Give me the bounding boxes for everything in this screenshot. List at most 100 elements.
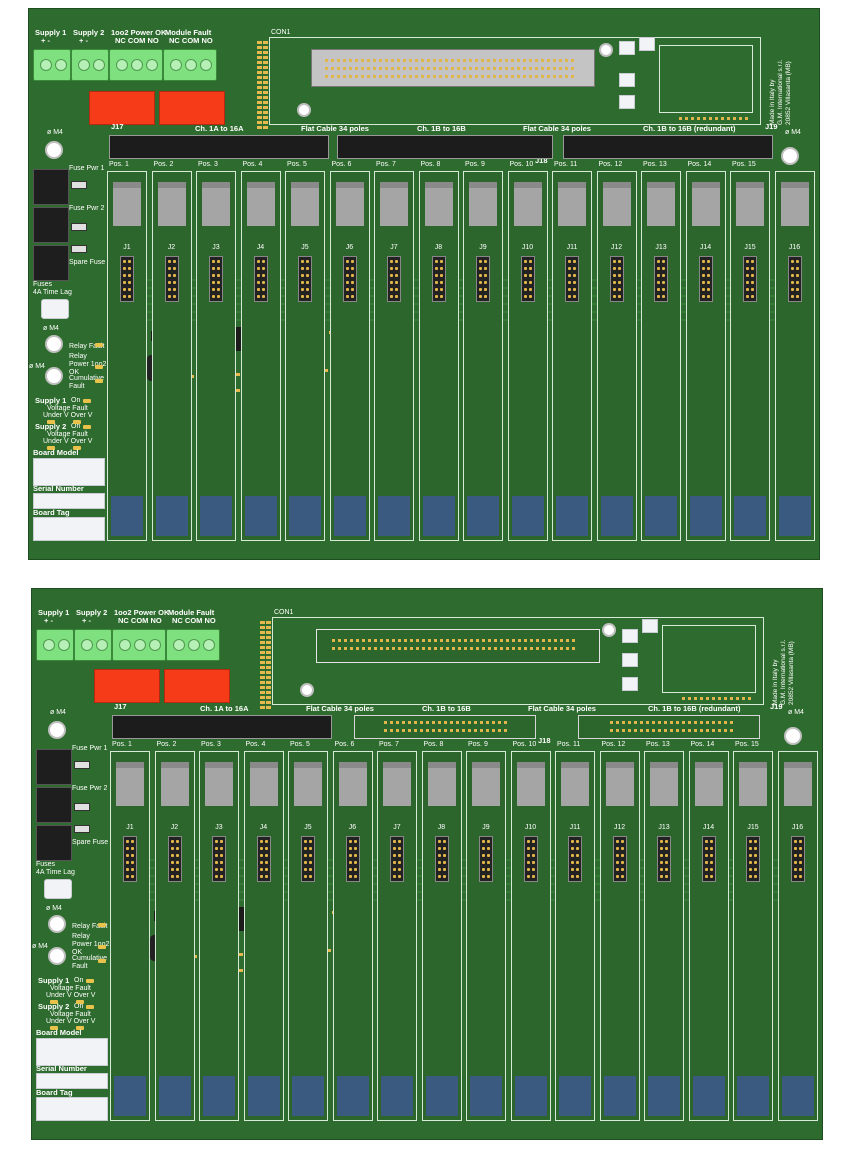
jack-pin xyxy=(167,267,171,270)
jack-pin xyxy=(573,274,576,277)
board-model-field[interactable] xyxy=(36,1038,108,1066)
jack-pin xyxy=(709,840,713,843)
card-slot: J3 xyxy=(199,751,239,1121)
terminal-label: 1oo2 Power OK xyxy=(111,28,167,37)
jack-pin xyxy=(353,854,357,857)
con1-label: CON1 xyxy=(274,609,294,616)
terminal-screw-icon xyxy=(96,639,108,651)
card-latch xyxy=(113,182,141,226)
jack-connector xyxy=(390,836,404,882)
jack-pin xyxy=(662,260,665,263)
jack-pin xyxy=(657,260,660,263)
voltage-fault-label: Voltage Fault xyxy=(50,1011,91,1018)
jack-pin xyxy=(393,847,396,850)
jack-connector xyxy=(253,256,268,302)
jack-label: J4 xyxy=(259,824,268,831)
card-connector xyxy=(645,496,677,536)
header-pin xyxy=(260,701,265,704)
serial-number-field[interactable] xyxy=(33,493,105,509)
jack-pin xyxy=(751,281,754,284)
jack-pin xyxy=(662,267,665,270)
header-pin xyxy=(266,631,271,634)
board-tag-field[interactable] xyxy=(33,517,105,541)
fuse-holder-spare xyxy=(36,825,72,861)
pad xyxy=(622,653,638,667)
jack-pin xyxy=(175,875,179,878)
supply-2-label: Supply 2 xyxy=(38,1002,70,1011)
card-slot: J1 xyxy=(107,171,147,541)
jack-pin xyxy=(662,295,665,298)
card-connector xyxy=(422,496,455,536)
header-pin xyxy=(263,101,268,104)
board-tag-field[interactable] xyxy=(36,1097,108,1121)
con1-outline xyxy=(272,617,764,705)
card-connector xyxy=(292,1076,324,1116)
smd-component xyxy=(235,389,240,392)
jack-label: J2 xyxy=(167,244,176,251)
white-pad xyxy=(41,299,69,319)
jack-pin xyxy=(345,295,349,298)
terminal-screw-icon xyxy=(55,59,67,71)
jack-connector xyxy=(743,256,757,302)
jack-connector xyxy=(434,836,449,882)
jack-pin xyxy=(309,875,312,878)
channel-a-label: Ch. 1A to 16A xyxy=(200,704,249,713)
mount-hole-icon xyxy=(45,367,63,385)
card-slot: J12 xyxy=(599,751,640,1121)
position-label: Pos. 15 xyxy=(732,161,756,168)
jack-label: J3 xyxy=(212,244,220,251)
card-connector xyxy=(511,496,544,536)
jack-pin xyxy=(264,840,268,843)
con1-mount-hole-icon xyxy=(300,683,314,697)
jack-pin xyxy=(657,267,660,270)
card-connector xyxy=(600,496,633,536)
serial-number-field[interactable] xyxy=(36,1073,108,1089)
jack-pin xyxy=(571,847,574,850)
card-latch xyxy=(650,762,678,806)
header-pin xyxy=(266,681,271,684)
jack-pin xyxy=(131,840,134,843)
jack-pin xyxy=(528,281,532,284)
jack-pin xyxy=(793,840,797,843)
header-pin xyxy=(257,76,262,79)
jack-pin xyxy=(172,267,176,270)
header-pin xyxy=(260,641,265,644)
jack-pin xyxy=(256,267,260,270)
jack-label: J11 xyxy=(566,244,578,251)
header-pin xyxy=(257,106,262,109)
serial-number-label: Serial Number xyxy=(36,1064,87,1073)
jack-pin xyxy=(398,875,401,878)
jack-pin xyxy=(657,281,660,284)
con1-mount-hole-icon xyxy=(599,43,613,57)
mount-label: ø M4 xyxy=(785,129,801,136)
header-pin xyxy=(266,691,271,694)
header-pin xyxy=(263,41,268,44)
fuse-2-label: Fuse Pwr 2 xyxy=(72,785,108,792)
jack-pin xyxy=(701,267,705,270)
supply-1-label: Supply 1 xyxy=(38,976,70,985)
jack-label: J10 xyxy=(521,244,534,251)
jack-pin xyxy=(706,260,710,263)
jack-connector xyxy=(657,836,671,882)
jack-pin xyxy=(212,274,215,277)
header-pin xyxy=(266,636,271,639)
card-latch xyxy=(605,762,634,806)
jack-pin xyxy=(482,861,485,864)
jack-pin xyxy=(390,281,393,284)
supply-2-label: Supply 2 xyxy=(35,422,67,431)
jack-pin xyxy=(751,267,754,270)
jack-pin xyxy=(128,274,131,277)
jack-pin xyxy=(706,288,710,291)
position-label: Pos. 7 xyxy=(376,161,396,168)
card-connector xyxy=(648,1076,680,1116)
header-pin xyxy=(263,91,268,94)
terminal-screw-icon xyxy=(188,639,200,651)
jack-pin xyxy=(709,847,713,850)
jack-pin xyxy=(709,854,713,857)
smd-component xyxy=(238,953,243,956)
board-model-field[interactable] xyxy=(33,458,105,486)
jack-pin xyxy=(662,274,665,277)
card-slot: J7 xyxy=(374,171,414,541)
header-pin xyxy=(257,71,262,74)
diode xyxy=(74,761,90,769)
